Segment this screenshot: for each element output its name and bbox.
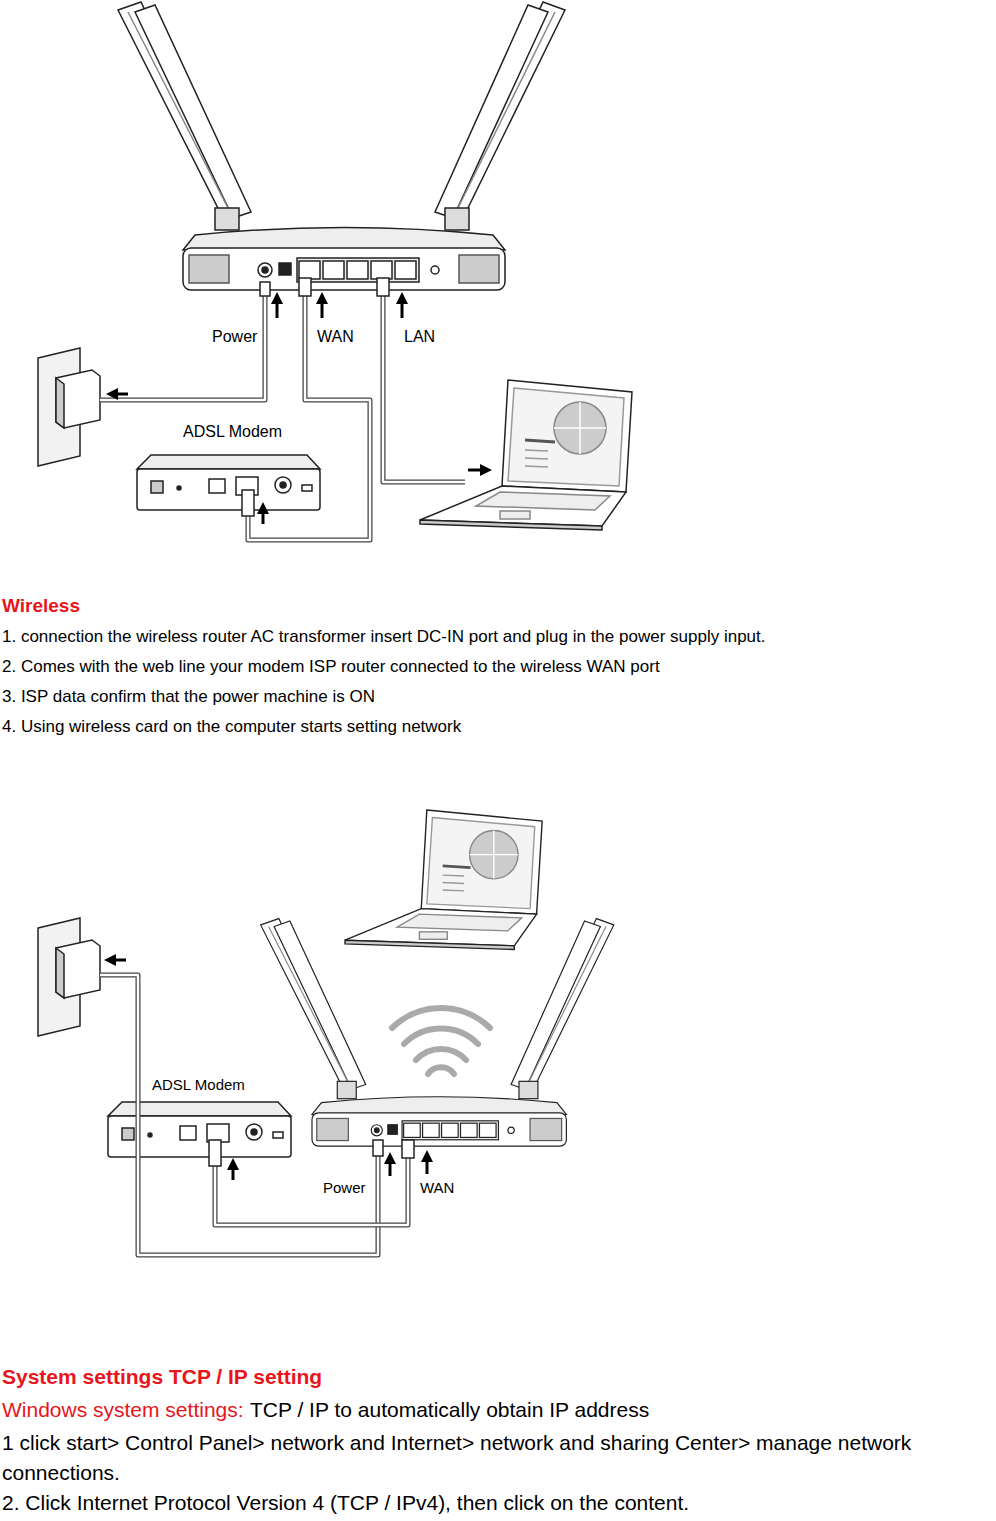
step-text: TCP / IP to automatically obtain IP addr… xyxy=(250,1397,649,1422)
wired-figure xyxy=(38,2,632,540)
step-text: 1 click start> Control Panel> network an… xyxy=(2,1428,992,1488)
part-label: LAN xyxy=(404,327,435,346)
section-heading: Wireless xyxy=(2,595,80,618)
section-heading: System settings TCP / IP setting xyxy=(2,1364,322,1389)
part-label: WAN xyxy=(420,1179,454,1197)
step-text: 2. Comes with the web line your modem IS… xyxy=(2,657,660,677)
step-text: 1. connection the wireless router AC tra… xyxy=(2,627,765,647)
part-label: ADSL Modem xyxy=(183,422,282,441)
part-label: ADSL Modem xyxy=(152,1076,245,1094)
part-label: Power xyxy=(323,1179,366,1197)
part-label: WAN xyxy=(317,327,354,346)
step-text: 2. Click Internet Protocol Version 4 (TC… xyxy=(2,1490,689,1515)
wireless-figure xyxy=(38,810,614,1255)
step-text: 4. Using wireless card on the computer s… xyxy=(2,717,461,737)
part-label: Power xyxy=(212,327,257,346)
step-text: 3. ISP data confirm that the power machi… xyxy=(2,687,375,707)
sub-heading: Windows system settings: xyxy=(2,1397,244,1422)
